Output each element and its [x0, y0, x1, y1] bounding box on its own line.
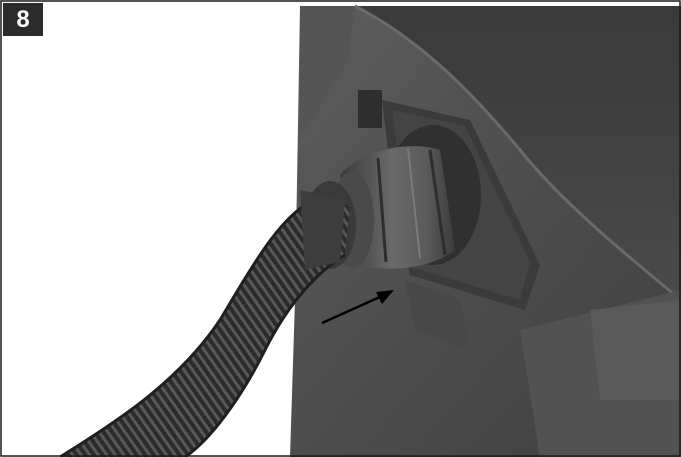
arrow-icon: [321, 290, 394, 325]
step-number-badge: 8: [3, 3, 43, 36]
hose: [59, 190, 350, 457]
